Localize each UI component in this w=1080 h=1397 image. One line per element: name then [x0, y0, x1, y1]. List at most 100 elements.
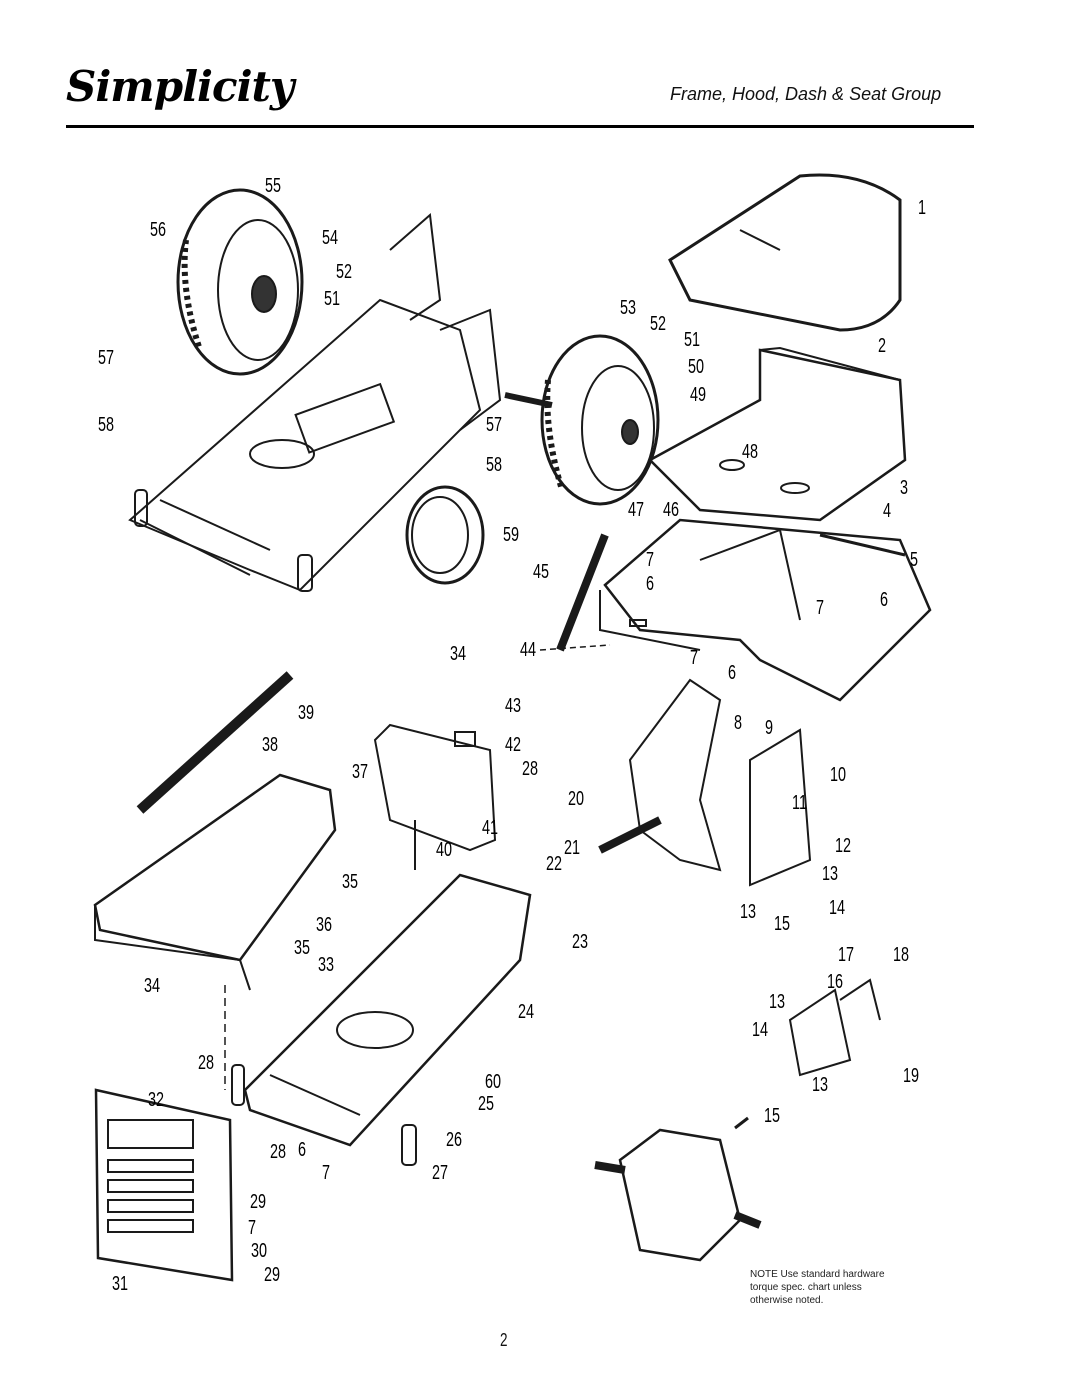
rear-tire-left	[176, 188, 304, 376]
note-line: torque spec. chart unless	[750, 1282, 862, 1293]
part-callout: 50	[688, 356, 705, 378]
part-callout: 43	[505, 695, 522, 717]
part-callout: 54	[322, 227, 339, 249]
part-callout: 46	[663, 499, 680, 521]
part-callout: 59	[503, 524, 520, 546]
seat-adjust-bar	[556, 533, 609, 652]
bracket-plate	[839, 978, 881, 1021]
seat-cushion	[668, 173, 902, 332]
part-callout: 13	[769, 991, 786, 1013]
part-callout: 34	[144, 975, 161, 997]
part-callout: 35	[342, 871, 359, 893]
part-callout: 45	[533, 561, 550, 583]
part-callout: 35	[294, 937, 311, 959]
note-line: NOTE Use standard hardware	[750, 1269, 885, 1280]
part-callout: 30	[251, 1240, 268, 1262]
part-callout: 28	[198, 1052, 215, 1074]
part-callout: 14	[752, 1019, 769, 1041]
part-callout: 42	[505, 734, 522, 756]
part-callout: 20	[568, 788, 585, 810]
part-callout: 9	[765, 717, 774, 739]
part-callout: 26	[446, 1129, 463, 1151]
part-callout: 34	[450, 643, 467, 665]
part-callout: 60	[485, 1071, 502, 1093]
part-callout: 22	[546, 853, 563, 875]
dash-panel	[373, 723, 497, 870]
part-callout: 31	[112, 1273, 129, 1295]
part-callout: 13	[740, 901, 757, 923]
part-callout: 48	[742, 441, 759, 463]
part-callout: 27	[432, 1162, 449, 1184]
part-callout: 40	[436, 839, 453, 861]
part-callout: 5	[910, 549, 919, 571]
part-callout: 8	[734, 712, 743, 734]
lower-frame	[231, 873, 532, 1166]
part-callout: 7	[690, 647, 699, 669]
part-callout: 2	[878, 335, 887, 357]
transaxle	[594, 1128, 762, 1262]
part-callout: 6	[298, 1139, 307, 1161]
hardware-note: NOTE Use standard hardware torque spec. …	[750, 1268, 970, 1307]
note-line: otherwise noted.	[750, 1295, 824, 1306]
hubcap	[405, 485, 485, 585]
part-callout: 37	[352, 761, 369, 783]
seat-pan	[647, 346, 907, 522]
part-callout: 29	[264, 1264, 281, 1286]
part-callout: 55	[265, 175, 282, 197]
part-callout: 7	[646, 549, 655, 571]
part-callout: 6	[646, 573, 655, 595]
part-callout: 11	[792, 792, 807, 814]
steering-support	[598, 678, 812, 887]
part-callout: 7	[816, 597, 825, 619]
hood	[93, 773, 337, 991]
part-callout: 17	[838, 944, 855, 966]
part-callout: 14	[829, 897, 846, 919]
part-callout: 44	[520, 639, 537, 661]
part-callout: 53	[620, 297, 637, 319]
part-callout: 47	[628, 499, 645, 521]
page-number: 2	[500, 1330, 508, 1350]
part-callout: 3	[900, 477, 909, 499]
hood-trim	[136, 671, 294, 814]
guide-line	[539, 644, 611, 651]
header-rule	[66, 125, 974, 128]
part-callout: 16	[827, 971, 844, 993]
seat-rail	[819, 533, 906, 557]
axle	[504, 392, 553, 408]
brand-logo: Simplicity	[66, 62, 294, 111]
part-callout: 32	[148, 1089, 165, 1111]
part-callout: 12	[835, 835, 852, 857]
section-title: Frame, Hood, Dash & Seat Group	[670, 84, 942, 104]
direction-arrow	[734, 1116, 749, 1130]
part-callout: 7	[322, 1162, 331, 1184]
bracket	[788, 988, 852, 1077]
part-callout: 13	[822, 863, 839, 885]
upper-frame	[128, 212, 502, 592]
part-callout: 57	[98, 347, 115, 369]
part-callout: 36	[316, 914, 333, 936]
part-callout: 18	[893, 944, 910, 966]
part-callout: 51	[324, 288, 341, 310]
part-callout: 33	[318, 954, 335, 976]
part-callout: 6	[880, 589, 889, 611]
part-callout: 29	[250, 1191, 267, 1213]
part-callout: 10	[830, 764, 847, 786]
part-callout: 56	[150, 219, 167, 241]
part-callout: 15	[764, 1105, 781, 1127]
grille	[94, 1088, 234, 1282]
part-callout: 4	[883, 500, 892, 522]
part-callout: 41	[482, 817, 499, 839]
part-callout: 7	[248, 1217, 257, 1239]
part-callout: 25	[478, 1093, 495, 1115]
part-callout: 28	[522, 758, 539, 780]
part-callout: 39	[298, 702, 315, 724]
part-callout: 15	[774, 913, 791, 935]
part-callout: 6	[728, 662, 737, 684]
part-callout: 19	[903, 1065, 920, 1087]
part-callout: 51	[684, 329, 701, 351]
part-callout: 38	[262, 734, 279, 756]
part-callout: 13	[812, 1074, 829, 1096]
part-callout: 49	[690, 384, 707, 406]
